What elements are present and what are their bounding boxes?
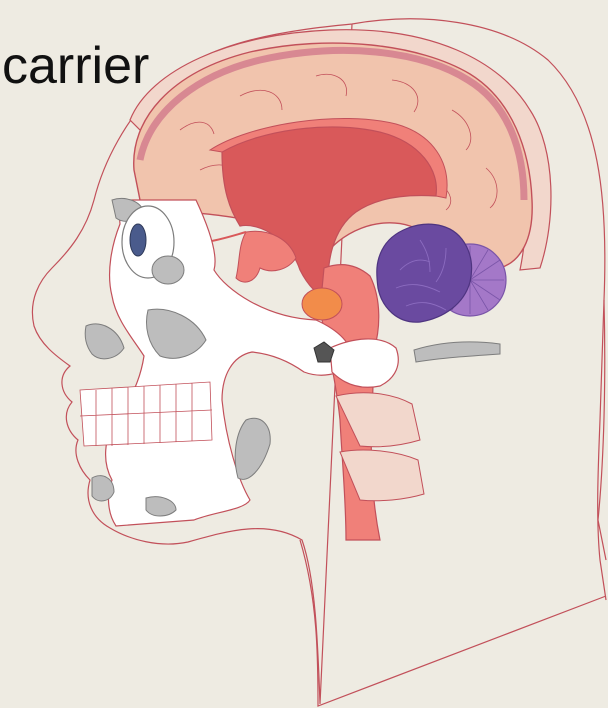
occipital-sinus [414, 342, 500, 362]
neck-front [300, 540, 606, 706]
eye-iris [130, 224, 146, 256]
nasal-cavity [85, 324, 124, 359]
teeth [80, 382, 212, 446]
eye-socket-shadow [152, 256, 184, 284]
pituitary-gland [302, 288, 342, 320]
mandible-cavity [235, 418, 270, 479]
